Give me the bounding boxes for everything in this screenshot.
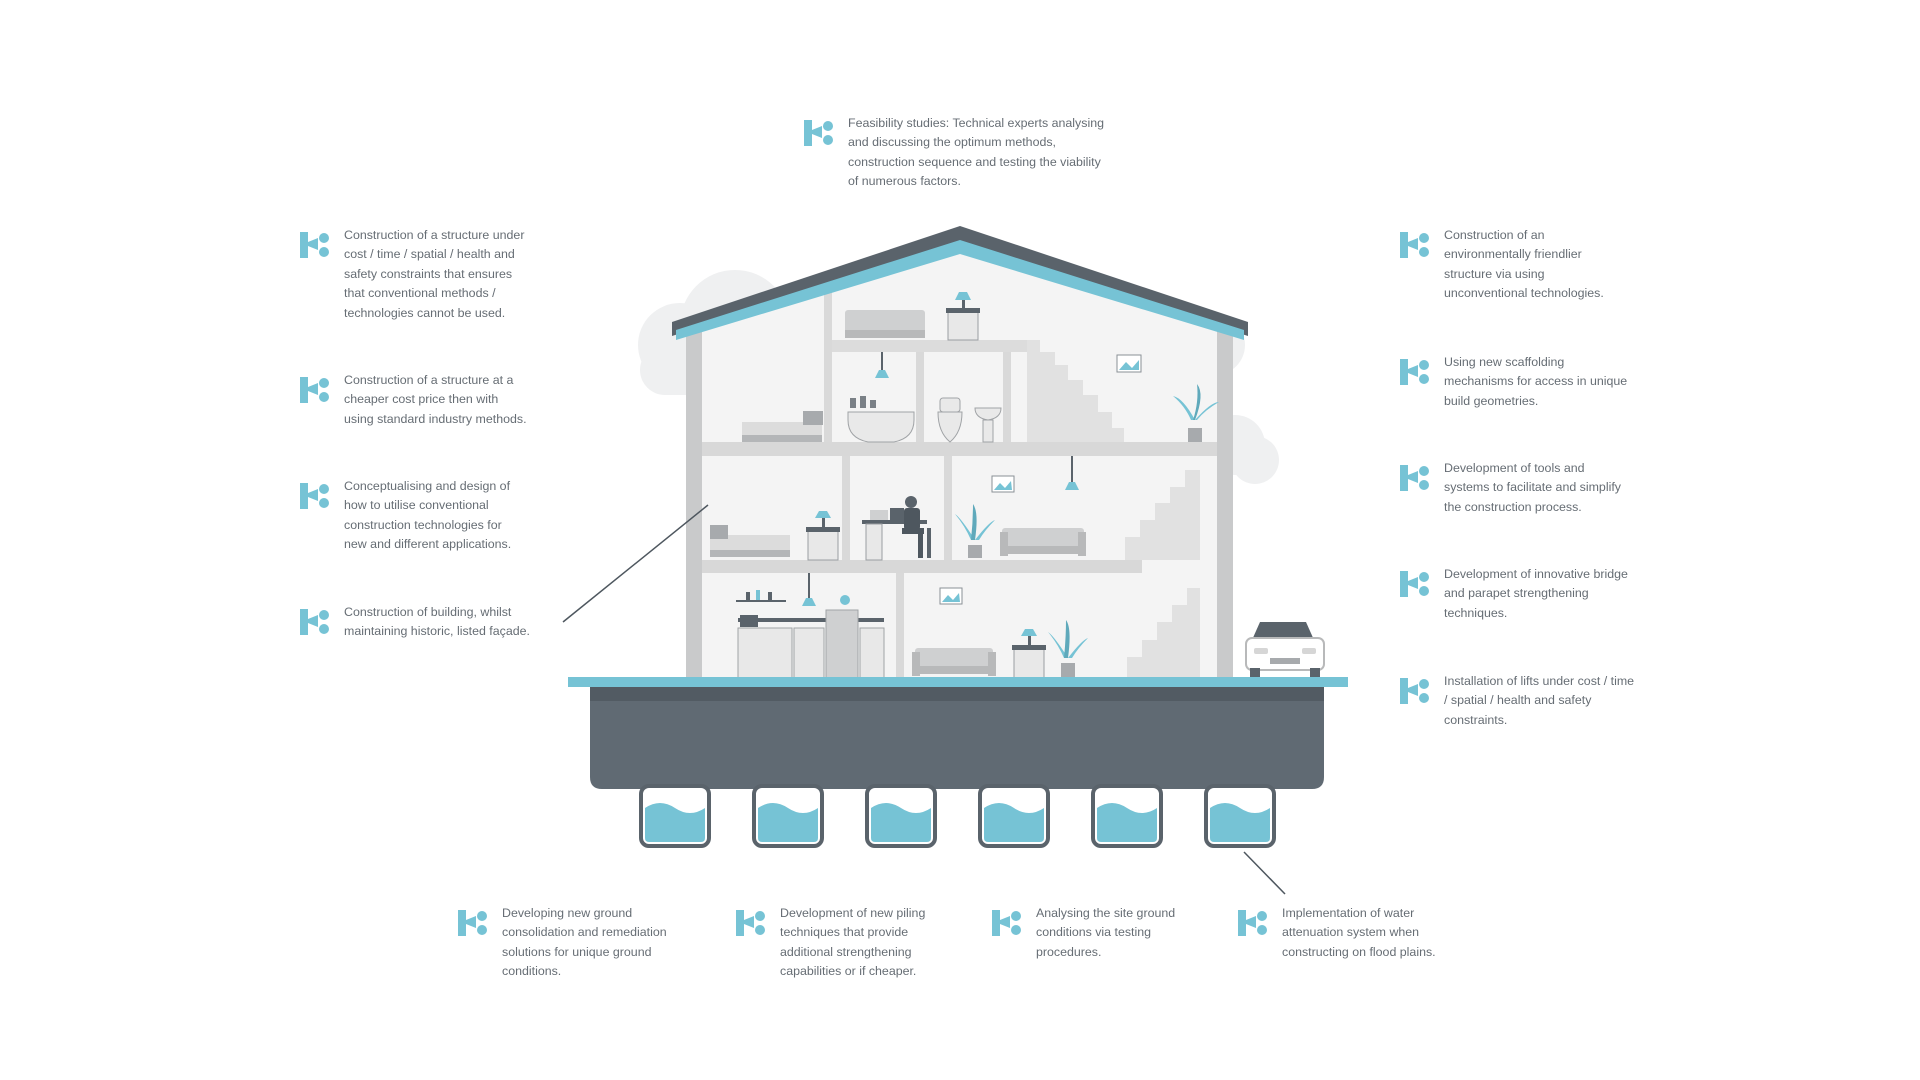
person-at-desk-icon <box>902 496 931 558</box>
pile-6 <box>1204 784 1276 848</box>
house-body <box>686 242 1233 680</box>
callout-text: Development of new piling techniques tha… <box>780 906 926 979</box>
pile-3 <box>865 784 937 848</box>
callout-left-3: Conceptualising and design of how to uti… <box>298 477 511 555</box>
callout-left-1: Construction of a structure under cost /… <box>298 226 524 323</box>
k-logo-icon <box>1398 674 1432 708</box>
pile-4 <box>978 784 1050 848</box>
callout-right-1: Construction of an environmentally frien… <box>1398 226 1604 304</box>
callout-text: Feasibility studies: Technical experts a… <box>848 116 1104 189</box>
callout-text: Conceptualising and design of how to uti… <box>344 479 512 552</box>
flood-plain-leader-line <box>1243 851 1286 895</box>
callout-bottom-3: Analysing the site ground conditions via… <box>990 904 1175 962</box>
k-logo-icon <box>990 906 1024 940</box>
k-logo-icon <box>1398 355 1432 389</box>
callout-bottom-4: Implementation of water attenuation syst… <box>1236 904 1436 962</box>
callout-text: Implementation of water attenuation syst… <box>1282 906 1436 959</box>
k-logo-icon <box>1398 567 1432 601</box>
callout-text: Using new scaffolding mechanisms for acc… <box>1444 355 1628 408</box>
k-logo-icon <box>1236 906 1270 940</box>
k-logo-icon <box>802 116 836 150</box>
callout-text: Construction of building, whilst maintai… <box>344 605 530 639</box>
callout-feasibility-studies: Feasibility studies: Technical experts a… <box>802 114 1104 192</box>
k-logo-icon <box>1398 228 1432 262</box>
ground-floor-rooms <box>736 573 1088 679</box>
callout-text: Construction of a structure at a cheaper… <box>344 373 527 426</box>
callout-right-3: Development of tools and systems to faci… <box>1398 459 1621 517</box>
k-logo-icon <box>1398 461 1432 495</box>
callout-left-4: Construction of building, whilst maintai… <box>298 603 530 642</box>
plant-top-floor <box>1173 384 1219 442</box>
pile-5 <box>1091 784 1163 848</box>
callout-right-2: Using new scaffolding mechanisms for acc… <box>1398 353 1627 411</box>
k-logo-icon <box>298 479 332 513</box>
callout-bottom-2: Development of new piling techniques tha… <box>734 904 925 982</box>
k-logo-icon <box>734 906 768 940</box>
pile-1 <box>639 784 711 848</box>
callout-text: Construction of an environmentally frien… <box>1444 228 1604 301</box>
callout-right-5: Installation of lifts under cost / time … <box>1398 672 1634 730</box>
callout-text: Installation of lifts under cost / time … <box>1444 674 1635 727</box>
k-logo-icon <box>298 373 332 407</box>
ground-slab <box>568 677 1348 789</box>
water-attenuation-piles <box>639 784 1276 848</box>
top-floor-rooms <box>742 352 1219 443</box>
callout-bottom-1: Developing new ground consolidation and … <box>456 904 667 982</box>
attic-furniture <box>845 292 1142 373</box>
callout-text: Development of tools and systems to faci… <box>1444 461 1621 514</box>
facade-leader-line <box>562 504 709 623</box>
k-logo-icon <box>298 605 332 639</box>
callout-text: Analysing the site ground conditions via… <box>1036 906 1176 959</box>
k-logo-icon <box>298 228 332 262</box>
middle-floor-rooms <box>710 456 1086 561</box>
plant-ground-floor <box>1048 620 1088 678</box>
callout-text: Developing new ground consolidation and … <box>502 906 667 979</box>
pile-2 <box>752 784 824 848</box>
plant-middle-floor <box>955 504 995 558</box>
car-icon <box>1245 622 1325 678</box>
callout-right-4: Development of innovative bridge and par… <box>1398 565 1628 623</box>
k-logo-icon <box>456 906 490 940</box>
callout-left-2: Construction of a structure at a cheaper… <box>298 371 527 429</box>
callout-text: Construction of a structure under cost /… <box>344 228 525 320</box>
callout-text: Development of innovative bridge and par… <box>1444 567 1628 620</box>
